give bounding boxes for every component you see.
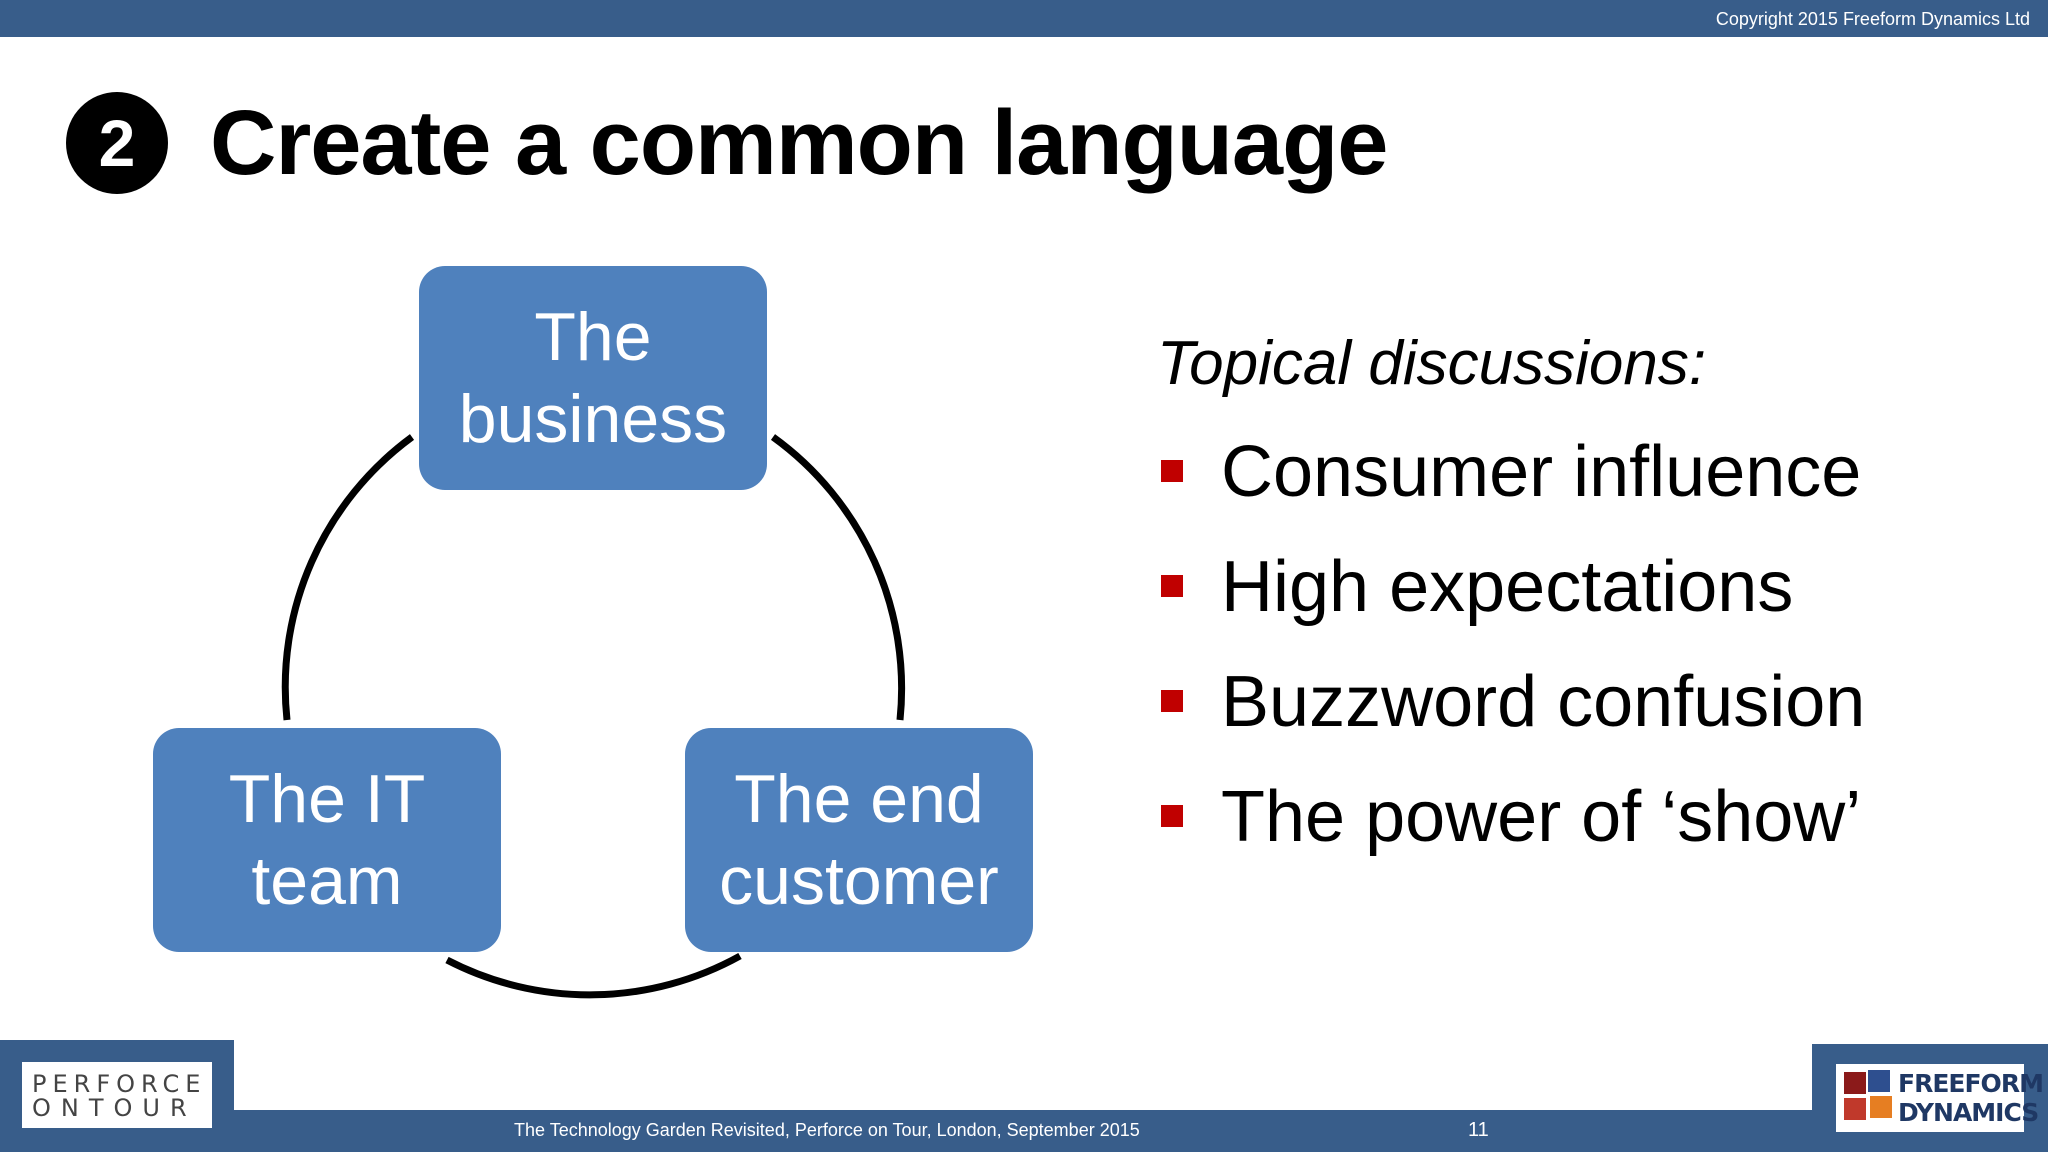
logo-line1: FREEFORM: [1898, 1069, 2044, 1098]
list-item: High expectations: [1157, 539, 2017, 654]
node-label-line2: business: [458, 381, 728, 457]
footer-text: The Technology Garden Revisited, Perforc…: [514, 1120, 1140, 1140]
node-label-line1: The: [534, 299, 652, 375]
node-the-business: The business: [419, 266, 767, 490]
square-bullet-icon: [1161, 460, 1183, 482]
node-the-end-customer: The end customer: [685, 728, 1033, 952]
node-label-line2: customer: [719, 843, 999, 919]
list-item: Consumer influence: [1157, 424, 2017, 539]
logo-square-icon: [1868, 1070, 1890, 1092]
discussions-list: Consumer influence High expectations Buz…: [1157, 424, 2017, 884]
list-item-text: High expectations: [1221, 547, 1794, 627]
page-number: 11: [1468, 1119, 1489, 1141]
node-label-line1: The IT: [228, 761, 426, 837]
logo-square-icon: [1844, 1072, 1866, 1094]
perforce-on-tour-logo: PERFORCE ONTOUR: [22, 1062, 212, 1128]
square-bullet-icon: [1161, 575, 1183, 597]
logo-square-icon: [1844, 1098, 1866, 1120]
slide-title: Create a common language: [210, 92, 1388, 194]
freeform-dynamics-logo: FREEFORM DYNAMICS: [1836, 1064, 2044, 1132]
list-item-text: Consumer influence: [1221, 432, 1862, 512]
list-item: The power of ‘show’: [1157, 769, 2017, 884]
node-label-line1: The end: [734, 761, 984, 837]
list-item-text: Buzzword confusion: [1221, 662, 1866, 742]
logo-square-icon: [1870, 1096, 1892, 1118]
logo-line1: PERFORCE: [32, 1070, 207, 1098]
node-label-line2: team: [251, 843, 403, 919]
copyright-notice: Copyright 2015 Freeform Dynamics Ltd: [1715, 9, 2030, 29]
footer-bar: [0, 1110, 2048, 1152]
square-bullet-icon: [1161, 805, 1183, 827]
node-the-it-team: The IT team: [153, 728, 501, 952]
cycle-arc-top-left: [281, 434, 415, 721]
discussions-heading: Topical discussions:: [1157, 329, 1707, 398]
logo-line2: DYNAMICS: [1898, 1098, 2039, 1127]
header-bar: Copyright 2015 Freeform Dynamics Ltd: [0, 0, 2048, 37]
logo-text: FREEFORM DYNAMICS: [1898, 1069, 2044, 1127]
list-item: Buzzword confusion: [1157, 654, 2017, 769]
topical-discussions: Topical discussions: Consumer influence …: [1157, 322, 2017, 884]
cycle-arc-top-right: [770, 434, 906, 721]
cycle-arc-bottom: [445, 952, 742, 999]
numbered-circle-icon: 2: [66, 92, 168, 194]
square-bullet-icon: [1161, 690, 1183, 712]
list-item-text: The power of ‘show’: [1221, 777, 1862, 857]
logo-line2: ONTOUR: [32, 1094, 197, 1122]
